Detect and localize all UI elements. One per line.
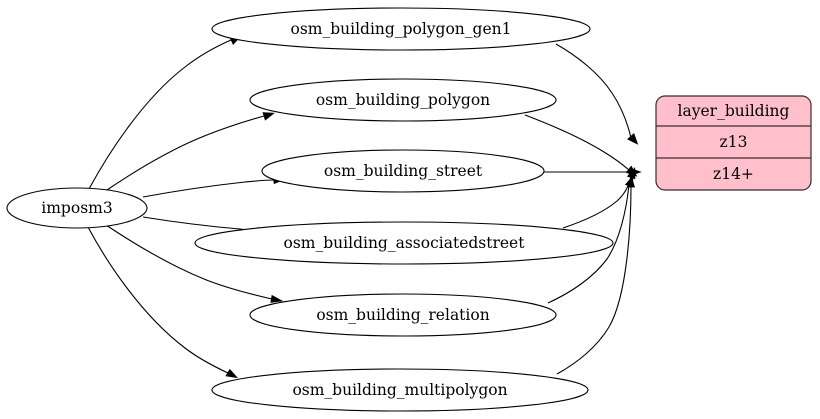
- edge-imposm3-to-osm-building-polygon: [103, 112, 275, 193]
- node-osm-building-multipolygon-shape[interactable]: [211, 368, 589, 412]
- node-osm-building-street[interactable]: osm_building_street: [261, 149, 545, 193]
- node-osm-building-multipolygon-label: osm_building_multipolygon: [292, 381, 507, 399]
- layer-building-zoom-z13[interactable]: z13: [720, 133, 748, 151]
- edge-osm-building-street-to-layer-z14plus: [544, 167, 642, 177]
- node-osm-building-associatedstreet-label: osm_building_associatedstreet: [284, 234, 526, 252]
- edge-osm-building-associatedstreet-to-layer-z14plus: [562, 166, 636, 229]
- edge-imposm3-to-osm-building-multipolygon: [87, 226, 239, 379]
- node-osm-building-polygon-gen1-shape[interactable]: [211, 7, 591, 51]
- node-layer-building[interactable]: layer_building z13 z14+: [655, 95, 812, 191]
- edge-imposm3-to-osm-building-relation: [105, 224, 284, 303]
- node-osm-building-associatedstreet[interactable]: osm_building_associatedstreet: [194, 221, 614, 265]
- node-osm-building-associatedstreet-shape[interactable]: [194, 221, 614, 265]
- node-osm-building-street-label: osm_building_street: [324, 162, 483, 180]
- node-osm-building-polygon-shape[interactable]: [249, 78, 557, 122]
- node-imposm3-shape[interactable]: [6, 187, 148, 229]
- node-imposm3[interactable]: imposm3: [6, 187, 148, 229]
- node-osm-building-relation[interactable]: osm_building_relation: [249, 293, 557, 337]
- edge-group-tables-to-layer: [524, 43, 642, 375]
- node-imposm3-label: imposm3: [41, 199, 112, 217]
- node-osm-building-relation-label: osm_building_relation: [316, 306, 489, 324]
- edge-osm-building-multipolygon-to-layer-z14plus: [556, 175, 636, 375]
- edge-imposm3-to-osm-building-street: [142, 175, 286, 198]
- node-osm-building-relation-shape[interactable]: [249, 293, 557, 337]
- node-osm-building-polygon-gen1-label: osm_building_polygon_gen1: [291, 20, 512, 38]
- node-osm-building-polygon-label: osm_building_polygon: [316, 91, 490, 109]
- edge-imposm3-to-osm-building-polygon-gen1: [88, 35, 242, 190]
- node-osm-building-polygon-gen1[interactable]: osm_building_polygon_gen1: [211, 7, 591, 51]
- node-layer-building-shape[interactable]: [655, 95, 812, 191]
- layer-building-title: layer_building: [678, 102, 790, 120]
- node-osm-building-polygon[interactable]: osm_building_polygon: [249, 78, 557, 122]
- edge-osm-building-polygon-gen1-to-layer-z13: [555, 43, 639, 145]
- node-osm-building-street-shape[interactable]: [261, 149, 545, 193]
- layer-building-zoom-z14plus[interactable]: z14+: [713, 165, 754, 183]
- node-osm-building-multipolygon[interactable]: osm_building_multipolygon: [211, 368, 589, 412]
